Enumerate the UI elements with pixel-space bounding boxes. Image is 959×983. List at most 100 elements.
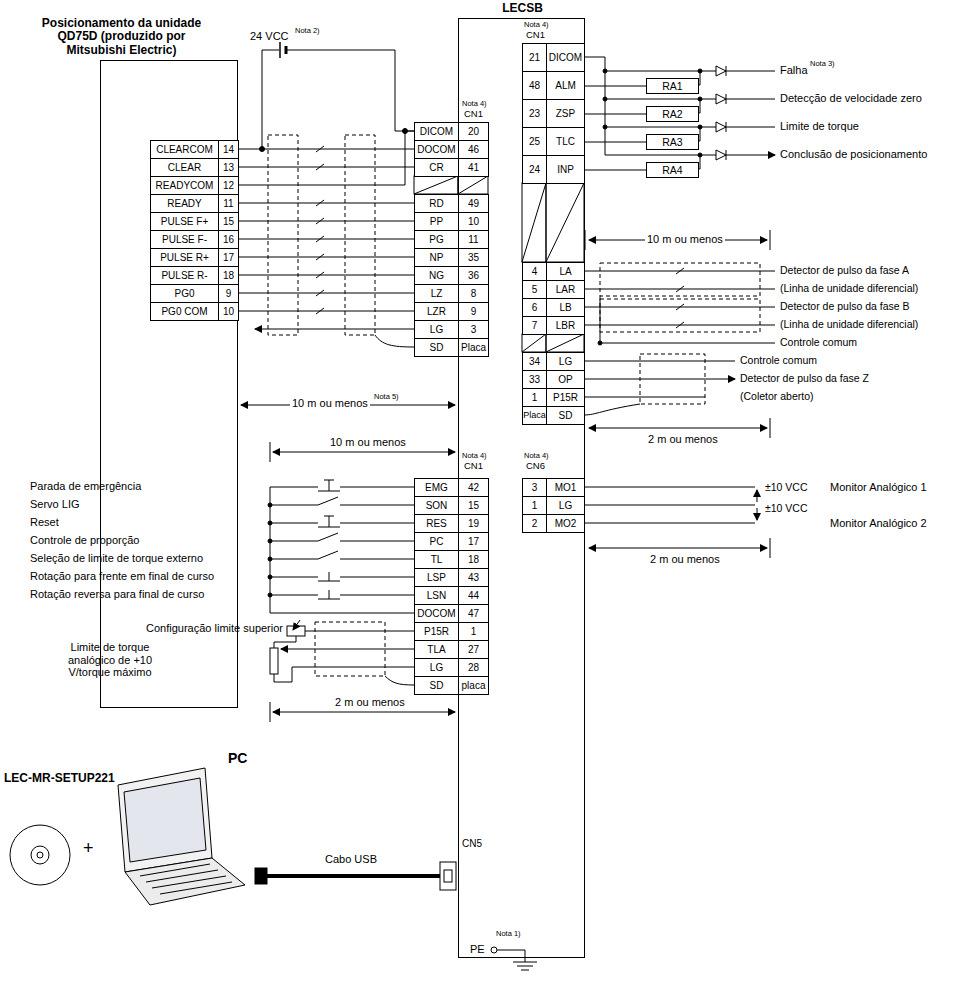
pin-cell: DICOM xyxy=(546,43,585,72)
voltage-label: ±10 VCC xyxy=(765,502,808,514)
cd-icon xyxy=(10,825,70,885)
battery-wiring xyxy=(285,46,288,54)
pin-cell: LG xyxy=(546,352,585,371)
pin-cell: TLA xyxy=(414,640,459,659)
shield xyxy=(640,354,705,404)
signal-label: Limite de torque xyxy=(780,120,859,133)
pin-cell: 15 xyxy=(458,496,489,515)
wire xyxy=(585,86,646,87)
pin-cell: RES xyxy=(414,514,459,533)
dimension-line xyxy=(770,418,771,438)
pin-cell: 9 xyxy=(458,302,489,321)
pin-cell: LBR xyxy=(546,316,585,335)
pin-cell: 18 xyxy=(458,550,489,569)
switch-wiring xyxy=(268,480,414,613)
note: Nota 4) xyxy=(462,100,487,109)
empty-pin-cell xyxy=(414,176,488,194)
switch-wiring xyxy=(270,480,414,491)
encoder-wiring xyxy=(598,341,602,345)
pin-cell: OP xyxy=(546,370,585,389)
pin-cell: NG xyxy=(414,266,459,285)
pin-cell: PP xyxy=(414,212,459,231)
pin-cell: 23 xyxy=(522,99,547,128)
pin-cell: 1 xyxy=(522,388,547,407)
pin-cell: 21 xyxy=(522,43,547,72)
pin-cell: 1 xyxy=(458,622,489,641)
pin-cell: 17 xyxy=(458,532,489,551)
cable-label: Cabo USB xyxy=(325,853,377,866)
pin-cell: PULSE R+ xyxy=(150,248,219,267)
signal-label: Reset xyxy=(30,516,59,529)
signal-label: Detector de pulso da fase A xyxy=(780,264,909,276)
pin-cell: 11 xyxy=(458,230,489,249)
pin-cell: Placa xyxy=(458,338,489,357)
relay-box: RA3 xyxy=(646,134,699,150)
relay-output-wiring xyxy=(698,69,702,73)
pin-cell: READY xyxy=(150,194,219,213)
pin-cell: LZ xyxy=(414,284,459,303)
wire xyxy=(238,131,458,185)
signal-label: Servo LIG xyxy=(30,498,80,511)
wire xyxy=(585,170,646,171)
pin-cell: 9 xyxy=(218,284,239,303)
shield xyxy=(345,135,375,335)
pin-cell: 1 xyxy=(522,496,547,515)
pin-cell: DOCOM xyxy=(414,604,459,623)
pin-cell: MO1 xyxy=(546,478,585,497)
switch-wiring xyxy=(270,590,414,599)
cd-icon xyxy=(37,852,43,858)
pin-cell: ALM xyxy=(546,71,585,100)
pin-cell: NP xyxy=(414,248,459,267)
shield xyxy=(315,263,760,676)
pin-cell: SD xyxy=(414,676,459,695)
connector-name: CN6 xyxy=(526,461,545,472)
signal-label: Controle de proporção xyxy=(30,534,139,547)
pin-cell: SD xyxy=(546,406,585,425)
pin-cell: SD xyxy=(414,338,459,357)
pin-cell: TLC xyxy=(546,127,585,156)
signal-label: Rotação reversa para final de curso xyxy=(30,588,204,601)
shield xyxy=(600,263,760,296)
pin-cell: 35 xyxy=(458,248,489,267)
pin-cell: 49 xyxy=(458,194,489,213)
shield xyxy=(268,135,375,335)
pin-cell: LG xyxy=(414,320,459,339)
twisted-pair-mark xyxy=(316,146,324,314)
pin-cell: 19 xyxy=(458,514,489,533)
pin-cell: LG xyxy=(546,496,585,515)
signal-label: (Linha de unidade diferencial) xyxy=(780,318,918,330)
pin-cell: 2 xyxy=(522,514,547,533)
connector-name: CN1 xyxy=(526,30,545,41)
pin-cell: PULSE F+ xyxy=(150,212,219,231)
signal-label: Configuração limite superior xyxy=(146,622,283,635)
pin-cell: PG0 xyxy=(150,284,219,303)
dimension-line xyxy=(241,230,770,722)
potentiometer-symbol xyxy=(287,626,305,636)
dimension-label: 10 m ou menos xyxy=(645,233,725,246)
pin-cell: 20 xyxy=(458,122,489,141)
pin-cell: 34 xyxy=(522,352,547,371)
usb-cable xyxy=(265,874,440,878)
pin-cell: 25 xyxy=(522,127,547,156)
switch-wiring xyxy=(268,575,272,579)
potentiometer-symbol xyxy=(293,620,300,630)
pin-cell: 18 xyxy=(218,266,239,285)
usb-cable xyxy=(444,870,452,882)
pin-cell: EMG xyxy=(414,478,459,497)
pin-cell: 8 xyxy=(458,284,489,303)
pin-cell: 28 xyxy=(458,658,489,677)
switch-wiring xyxy=(268,539,272,543)
pin-cell: 24 xyxy=(522,155,547,184)
pin-cell: SON xyxy=(414,496,459,515)
shield xyxy=(268,135,298,335)
pin-cell: 48 xyxy=(522,71,547,100)
switch-wiring xyxy=(270,572,414,581)
pin-cell: RD xyxy=(414,194,459,213)
pin-cell: LB xyxy=(546,298,585,317)
pin-cell: Placa xyxy=(522,406,547,425)
potentiometer-symbol xyxy=(270,620,414,685)
wire xyxy=(585,142,646,143)
voltage-label: ±10 VCC xyxy=(765,481,808,493)
cd-icon xyxy=(10,825,70,885)
